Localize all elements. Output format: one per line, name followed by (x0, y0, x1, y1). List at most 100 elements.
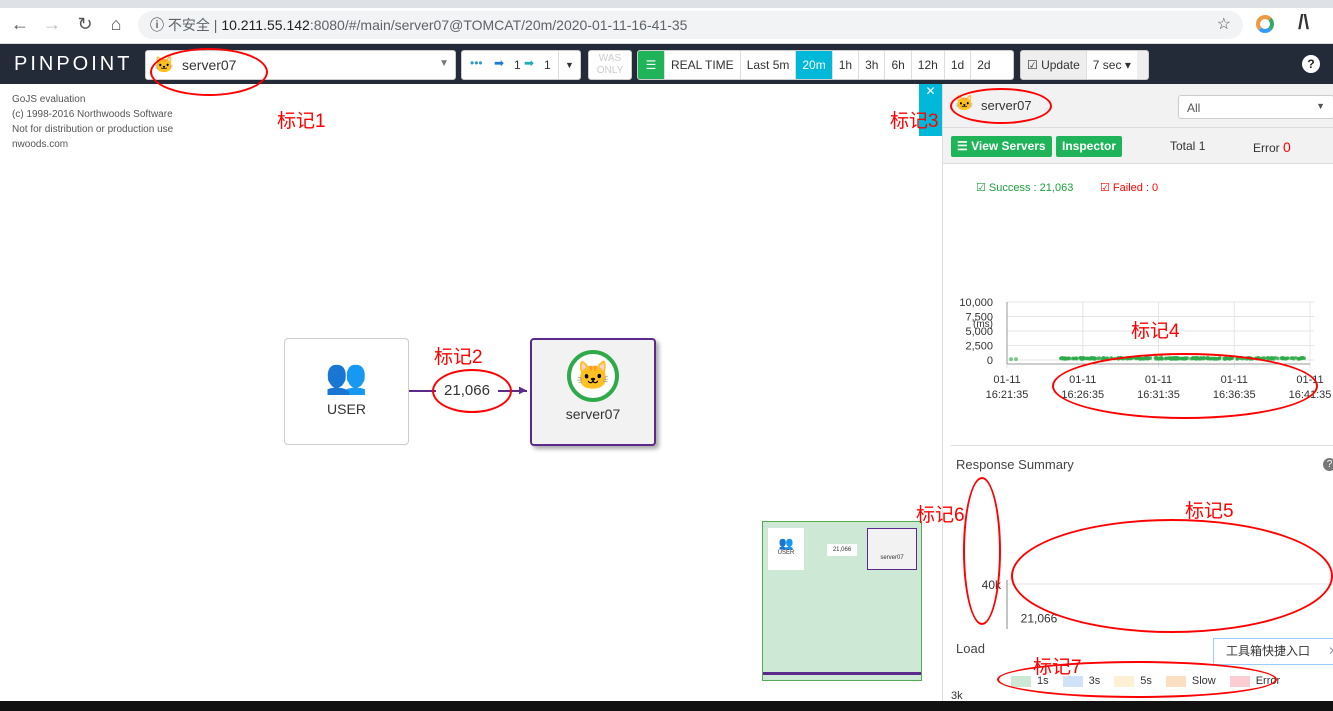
annotation-ellipse-2 (432, 369, 512, 413)
failed-filter-checkbox[interactable]: ☑ Failed : 0 (1100, 182, 1159, 194)
time-button-5m[interactable]: Last 5m (739, 51, 796, 79)
annotation-label-6: 标记6 (916, 505, 965, 526)
update-checkbox[interactable]: ☑ Update (1027, 58, 1080, 72)
y-axis-label: (ms) (973, 319, 993, 330)
y-tick-label: 7,500 (965, 312, 993, 324)
bookmark-star-icon[interactable]: ☆ (1216, 16, 1231, 33)
annotation-ellipse-5 (1011, 519, 1333, 633)
scatter-point (1014, 357, 1018, 362)
users-icon: 👥 (325, 358, 368, 396)
pinpoint-logo[interactable]: PINPOINT (14, 53, 133, 75)
time-button-1h[interactable]: 1h (831, 51, 858, 79)
gojs-watermark: GoJS evaluation (c) 1998-2016 Northwoods … (12, 92, 173, 152)
scatter-point (1291, 356, 1296, 361)
inbound-arrow-icon: ➡ (494, 56, 505, 70)
collapse-panel-button[interactable]: ✕ (919, 84, 942, 136)
os-taskbar (0, 701, 1333, 711)
gojs-line: nwoods.com (12, 139, 69, 150)
server-node-label: server07 (565, 406, 621, 422)
time-button-realtime[interactable]: REAL TIME (664, 51, 740, 79)
minimap-user-node: 👥USER (768, 528, 804, 570)
success-filter-checkbox[interactable]: ☑ Success : 21,063 (976, 182, 1074, 194)
home-icon[interactable]: ⌂ (110, 14, 122, 34)
server-node[interactable]: 🐱 server07 (530, 338, 656, 446)
scatter-point (1062, 357, 1067, 361)
minimap[interactable]: 👥USER 21,066 server07 (762, 521, 922, 681)
annotation-label-2: 标记2 (434, 347, 483, 368)
update-label: Update (1041, 58, 1080, 72)
time-button-2d[interactable]: 2d (970, 51, 996, 79)
inbound-count: 1 (514, 58, 521, 72)
forward-icon[interactable]: → (43, 14, 61, 34)
time-button-1d[interactable]: 1d (943, 51, 970, 79)
scatter-point (1085, 356, 1089, 361)
toolbox-tooltip[interactable]: 工具箱快捷入口✕ (1213, 638, 1333, 665)
user-node[interactable]: 👥 USER (284, 338, 409, 445)
outbound-count: 1 (544, 58, 551, 72)
annotation-ellipse-4 (1052, 353, 1318, 419)
agent-filter-value: All (1187, 101, 1201, 115)
chevron-down-icon: ▼ (1316, 101, 1325, 111)
minimap-edge-label: 21,066 (827, 544, 857, 556)
url-path: :8080/#/main/server07@TOMCAT/20m/2020-01… (309, 17, 688, 33)
scatter-point (1066, 356, 1071, 361)
chevron-down-icon: ▼ (439, 58, 449, 69)
y-tick-label: 0 (987, 355, 993, 367)
annotation-ellipse-3 (950, 88, 1052, 124)
calendar-list-icon[interactable]: ☰ (638, 51, 664, 79)
annotation-ellipse-7 (997, 661, 1277, 698)
time-button-6h[interactable]: 6h (884, 51, 910, 79)
y-tick-label: 2,500 (965, 341, 993, 353)
annotation-label-1: 标记1 (277, 111, 326, 132)
extension-v-icon[interactable]: /\ (1298, 12, 1310, 34)
inspector-button[interactable]: Inspector (1056, 136, 1123, 157)
help-icon[interactable]: ? (1323, 458, 1333, 471)
reload-icon[interactable]: ↻ (77, 14, 93, 34)
scatter-point (1095, 356, 1100, 361)
interval-select[interactable]: 7 sec ▾ (1085, 51, 1137, 79)
annotation-ellipse-6 (963, 477, 1001, 625)
failed-label: Failed : 0 (1112, 182, 1159, 194)
tomcat-icon: 🐱 (567, 350, 619, 402)
scatter-point (1073, 356, 1077, 361)
minimap-user-label: USER (777, 550, 795, 556)
minimap-viewport[interactable] (763, 672, 921, 675)
user-node-label: USER (327, 401, 366, 417)
browser-tab-strip (0, 0, 1333, 8)
outbound-arrow-icon: ➡ (524, 56, 535, 70)
time-button-20m[interactable]: 20m (795, 51, 832, 79)
back-icon[interactable]: ← (11, 14, 29, 34)
chevron-down-icon[interactable]: ▼ (558, 51, 580, 79)
scatter-point (1276, 356, 1280, 361)
gojs-line: Not for distribution or production use (12, 124, 174, 135)
annotation-label-3: 标记3 (890, 111, 939, 132)
time-button-3h[interactable]: 3h (858, 51, 884, 79)
response-summary-title: Response Summary (956, 457, 1074, 472)
edge-arrow-icon: ▶ (519, 385, 527, 396)
scatter-point (1009, 357, 1013, 362)
scatter-point (1296, 357, 1301, 361)
view-servers-button[interactable]: ☰ View Servers (951, 136, 1052, 157)
close-icon[interactable]: ✕ (1328, 639, 1333, 664)
scatter-point (1301, 356, 1305, 360)
scatter-point (1091, 356, 1096, 361)
bar-value-label: 21,066 (1021, 611, 1058, 625)
load-title: Load (956, 641, 985, 656)
scatter-point (1285, 356, 1290, 360)
agent-count-select[interactable]: ••• ➡ 1 ➡ 1 ▼ (461, 50, 581, 80)
address-bar[interactable]: ⓘ 不安全 | 10.211.55.142:8080/#/main/server… (138, 11, 1243, 39)
annotation-label-5: 标记5 (1185, 501, 1234, 522)
help-icon[interactable]: ? (1302, 55, 1320, 73)
scatter-point (1082, 356, 1086, 361)
agent-filter-select[interactable]: All ▼ (1178, 95, 1333, 119)
error-label: Error (1253, 141, 1280, 155)
was-only-toggle[interactable]: WAS ONLY (588, 50, 632, 80)
minimap-server-node: server07 (867, 528, 917, 570)
total-label: Total (1170, 139, 1196, 153)
scatter-point (1266, 355, 1270, 360)
extension-icon[interactable] (1256, 15, 1274, 33)
gojs-line: GoJS evaluation (12, 94, 86, 105)
y-tick-label: 5,000 (965, 326, 993, 338)
time-button-12h[interactable]: 12h (910, 51, 944, 79)
gojs-line: (c) 1998-2016 Northwoods Software (12, 109, 173, 120)
